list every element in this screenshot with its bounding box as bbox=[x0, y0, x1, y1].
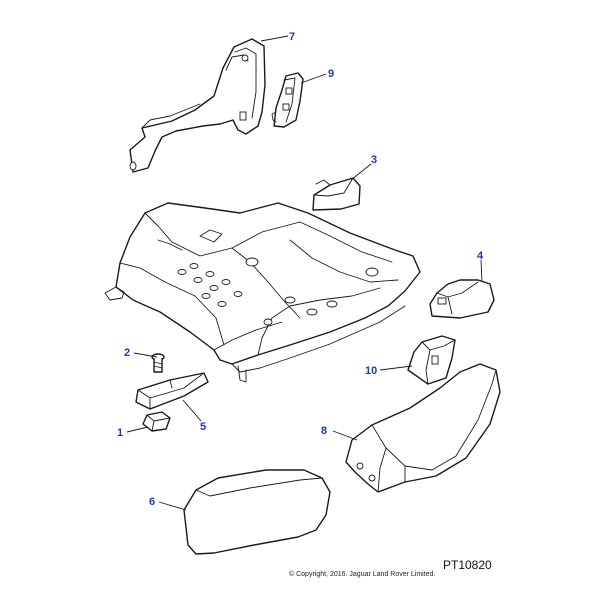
callout-2: 2 bbox=[124, 347, 130, 359]
callout-3: 3 bbox=[371, 154, 377, 166]
copyright-notice: © Copyright, 2016. Jaguar Land Rover Lim… bbox=[289, 571, 436, 578]
callout-10: 10 bbox=[365, 365, 377, 377]
callout-8: 8 bbox=[321, 425, 327, 437]
part-2-bolt bbox=[151, 353, 165, 373]
part-8-side-panel bbox=[345, 363, 501, 493]
part-5-rail-cover bbox=[135, 372, 209, 410]
part-1-clip bbox=[142, 411, 171, 432]
callout-6: 6 bbox=[149, 496, 155, 508]
callout-4: 4 bbox=[477, 250, 484, 262]
part-6-cushion-panel bbox=[183, 469, 331, 555]
seat-frame bbox=[104, 202, 421, 383]
part-4-side-trim bbox=[429, 279, 495, 319]
callout-7: 7 bbox=[289, 31, 295, 43]
callout-5: 5 bbox=[200, 421, 206, 433]
callout-9: 9 bbox=[328, 68, 334, 80]
part-7-side-bracket bbox=[129, 38, 266, 173]
leader-lines bbox=[126, 35, 483, 511]
part-10-bracket bbox=[407, 335, 456, 385]
part-3-curved-cover bbox=[312, 177, 361, 211]
diagram-reference-code: PT10820 bbox=[443, 558, 492, 572]
part-9-switch-housing bbox=[271, 72, 304, 128]
callout-labels: 7 9 3 4 10 2 5 1 8 6 bbox=[117, 31, 484, 508]
callout-1: 1 bbox=[117, 427, 123, 439]
